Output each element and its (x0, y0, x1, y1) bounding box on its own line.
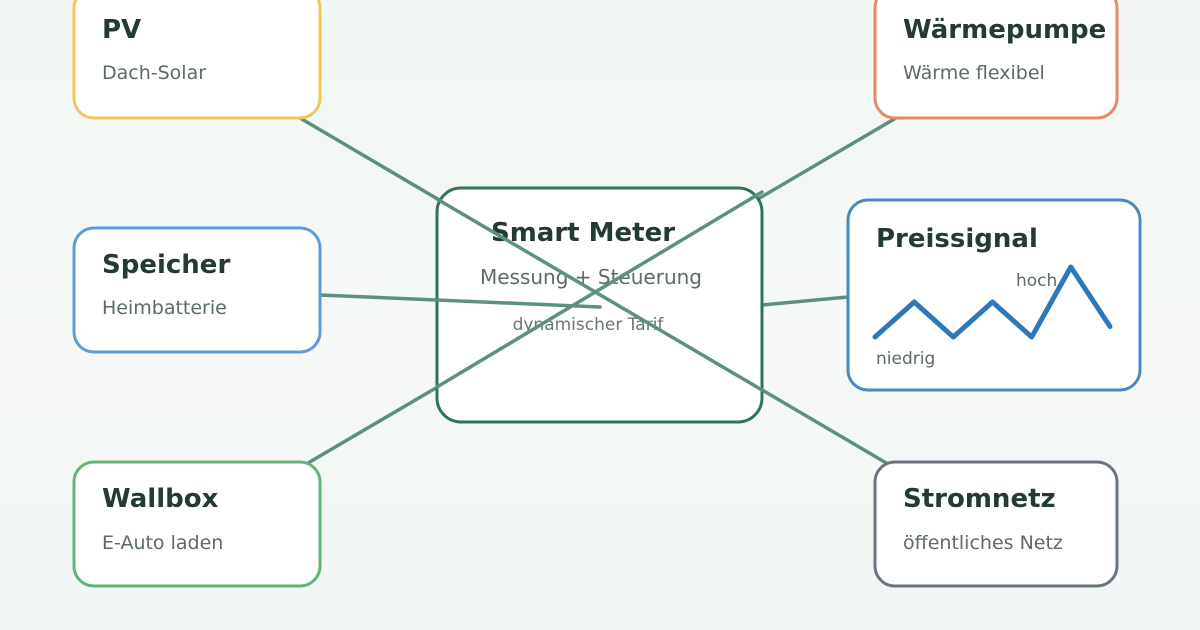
wallbox-title: Wallbox (102, 484, 219, 514)
pv-box (72, 0, 322, 120)
speicher-box (72, 226, 322, 354)
speicher-subtitle: Heimbatterie (102, 297, 227, 319)
smart-meter-subtitle: Messung + Steuerung (480, 265, 702, 289)
stromnetz-node[interactable]: Stromnetz öffentliches Netz (873, 460, 1119, 588)
speicher-title: Speicher (102, 250, 230, 280)
link-waermepumpe-wallbox-overlay (435, 190, 764, 389)
pv-subtitle: Dach-Solar (102, 62, 206, 84)
wallbox-subtitle: E-Auto laden (102, 532, 223, 554)
preissignal-title: Preissignal (876, 224, 1038, 254)
smart-meter-title: Smart Meter (491, 218, 675, 248)
stromnetz-box (873, 460, 1119, 588)
price-label-low: niedrig (876, 349, 935, 369)
wallbox-box (72, 460, 322, 588)
wallbox-node[interactable]: Wallbox E-Auto laden (72, 460, 322, 588)
link-speicher-center-overlay (435, 298, 602, 309)
connection-lines-overlay (435, 190, 764, 392)
stromnetz-title: Stromnetz (903, 484, 1056, 514)
pv-node[interactable]: PV Dach-Solar (72, 0, 322, 120)
link-pv-stromnetz-overlay (435, 197, 764, 392)
waermepumpe-subtitle: Wärme flexibel (903, 62, 1045, 84)
price-signal-line (872, 264, 1113, 340)
price-label-high: hoch (1016, 271, 1057, 291)
preissignal-node[interactable]: Preissignal hoch niedrig (846, 198, 1142, 392)
waermepumpe-title: Wärmepumpe (903, 15, 1106, 45)
pv-title: PV (102, 15, 141, 45)
speicher-node[interactable]: Speicher Heimbatterie (72, 226, 322, 354)
link-center-preissignal (760, 295, 850, 307)
waermepumpe-box (873, 0, 1119, 120)
stromnetz-subtitle: öffentliches Netz (903, 532, 1063, 554)
preissignal-box (846, 198, 1142, 392)
waermepumpe-node[interactable]: Wärmepumpe Wärme flexibel (873, 0, 1119, 120)
